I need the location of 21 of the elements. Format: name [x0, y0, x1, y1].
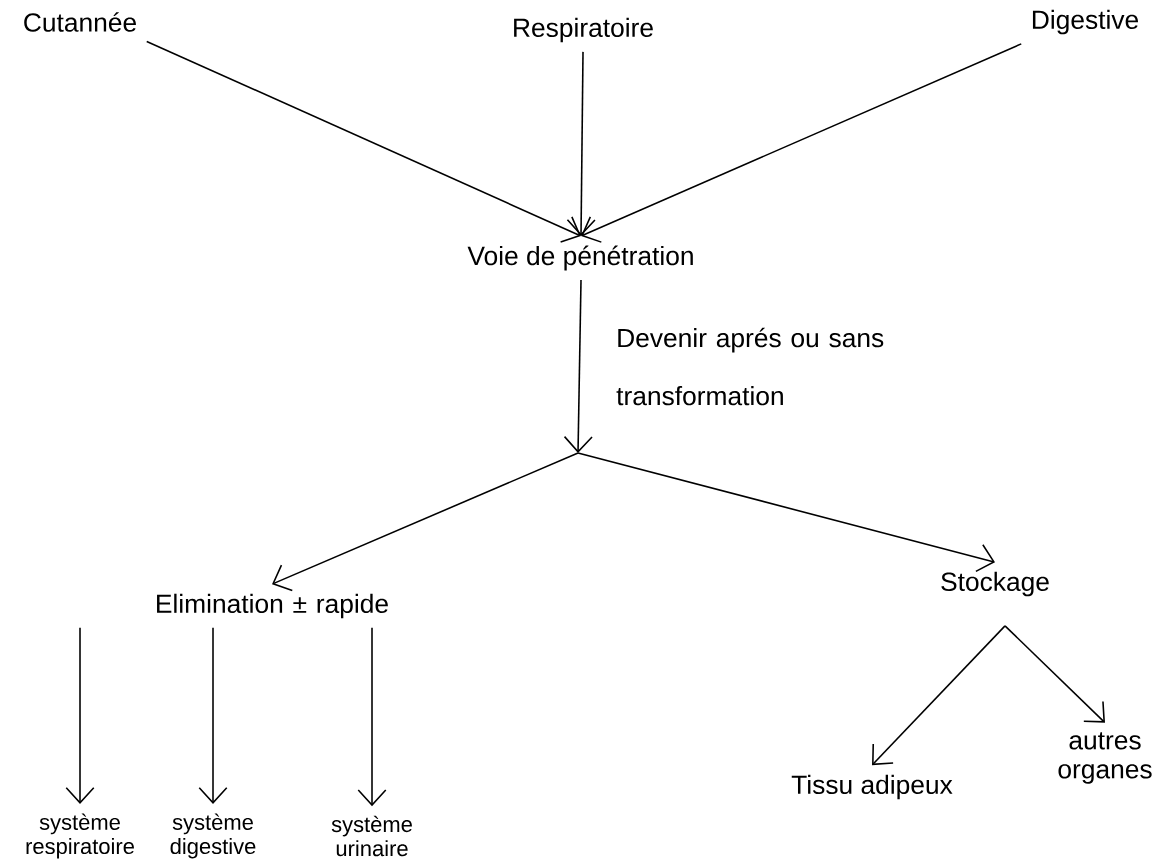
- arrow: [581, 43, 1022, 243]
- arrow: [1004, 625, 1105, 723]
- edge-label: Devenir aprés ou sans transformation: [616, 327, 884, 406]
- arrow: [198, 627, 228, 804]
- node-label: Respiratoire: [514, 17, 653, 43]
- arrow: [566, 51, 596, 236]
- node-label: Voie de pénétration: [467, 245, 693, 271]
- node-label: système respiratoire: [26, 813, 134, 859]
- node-label: autres organes: [1058, 732, 1152, 784]
- branching-arrow: [272, 279, 995, 592]
- node-label: système digestive: [170, 813, 256, 859]
- node-label: Stockage: [941, 571, 1049, 597]
- node-label: Digestive: [1032, 9, 1138, 35]
- arrow: [145, 40, 581, 243]
- arrow: [357, 627, 387, 807]
- node-label: Elimination ± rapide: [157, 593, 388, 619]
- arrow: [65, 627, 95, 804]
- node-label: Cutannée: [24, 12, 136, 32]
- node-label: système urinaire: [331, 815, 412, 857]
- arrow: [872, 625, 1006, 766]
- node-label: Tissu adipeux: [791, 774, 953, 800]
